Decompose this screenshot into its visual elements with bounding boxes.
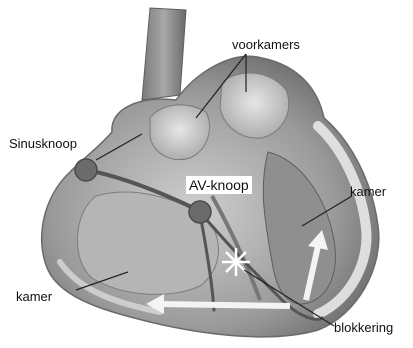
sinus-node: [75, 159, 97, 181]
av-node: [189, 201, 211, 223]
aorta-vessel: [142, 8, 186, 100]
label-av-knoop: AV-knoop: [186, 176, 252, 194]
arrow-bottom: [160, 304, 290, 306]
label-voorkamers: voorkamers: [232, 38, 300, 51]
label-kamer-left: kamer: [16, 290, 52, 303]
heart-outline: [42, 56, 379, 336]
label-sinusknoop: Sinusknoop: [6, 135, 80, 152]
label-kamer-right: kamer: [350, 185, 386, 198]
label-blokkering: blokkering: [334, 321, 393, 334]
